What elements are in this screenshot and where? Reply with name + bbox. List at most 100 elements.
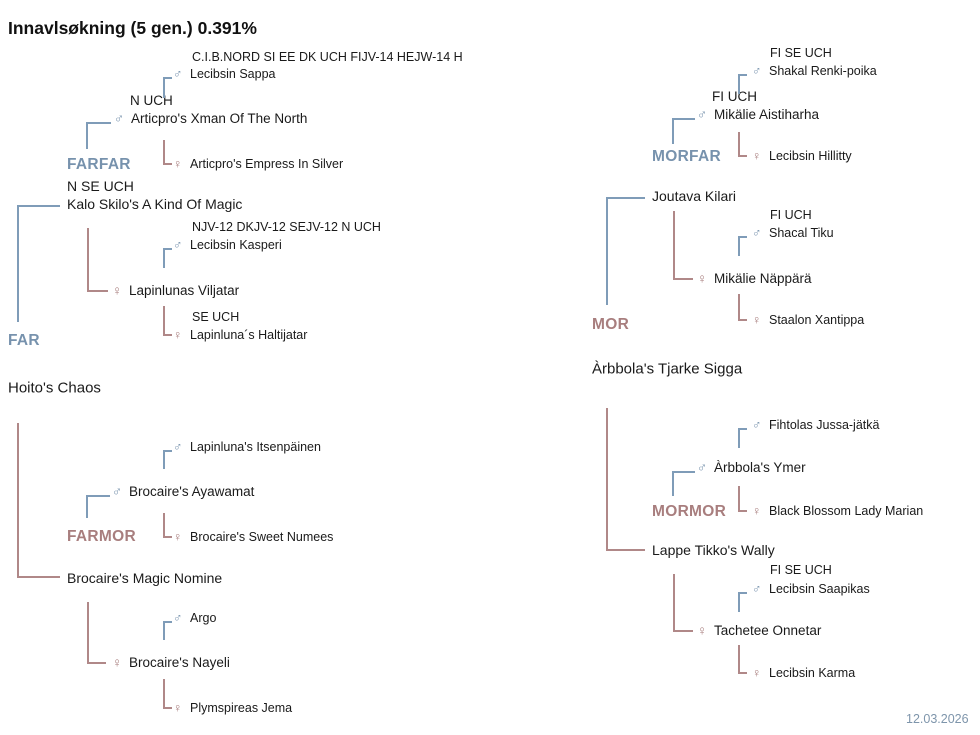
male-icon: ♂ xyxy=(752,63,762,78)
dam-connector-line xyxy=(673,574,693,632)
ancestor-text: Brocaire's Nayeli xyxy=(129,655,230,671)
dam-connector-line xyxy=(87,602,106,664)
ancestor-name: ♂ Articpro's Xman Of The North xyxy=(114,111,307,127)
ancestor-titles: FI SE UCH xyxy=(770,563,832,577)
ancestor-titles: SE UCH xyxy=(192,310,239,324)
ancestor-name: ♂Àrbbola's Ymer xyxy=(697,460,806,476)
ancestor-text: N UCH xyxy=(130,93,173,109)
dam-connector-line xyxy=(163,513,172,538)
ancestor-name-morfar: Joutava Kilari xyxy=(652,188,736,204)
ancestor-text: FI SE UCH xyxy=(770,45,832,60)
ancestor-text: Brocaire's Sweet Numees xyxy=(190,529,334,544)
relation-label-text: FARMOR xyxy=(67,528,136,546)
male-icon: ♂ xyxy=(752,417,762,432)
ancestor-name: ♀ Tachetee Onnetar xyxy=(697,623,821,639)
ancestor-text: N SE UCH xyxy=(67,177,134,194)
ancestor-name: ♂Mikälie Aistiharha xyxy=(697,107,819,123)
male-icon: ♂ xyxy=(697,107,708,123)
ancestor-titles: FI UCH xyxy=(712,89,757,105)
ancestor-text: Àrbbola's Ymer xyxy=(714,460,806,476)
ancestor-name: ♀ Lecibsin Hillitty xyxy=(752,149,852,163)
female-icon: ♀ xyxy=(173,529,183,544)
ancestor-titles: FI SE UCH xyxy=(770,46,832,60)
ancestor-name: ♀Lapinluna´s Haltijatar xyxy=(173,328,307,342)
ancestor-text: Lecibsin Karma xyxy=(769,665,856,680)
ancestor-name: ♂ Lapinluna's Itsenpäinen xyxy=(173,440,321,454)
male-icon: ♂ xyxy=(173,237,183,252)
male-icon: ♂ xyxy=(114,111,125,127)
ancestor-name-farmor: Brocaire's Magic Nomine xyxy=(67,570,222,586)
ancestor-text: Articpro's Empress In Silver xyxy=(190,156,344,171)
ancestor-titles: NJV-12 DKJV-12 SEJV-12 N UCH xyxy=(192,220,381,234)
male-icon: ♂ xyxy=(112,484,123,500)
ancestor-name: ♀Mikälie Näppärä xyxy=(697,271,812,287)
female-icon: ♀ xyxy=(697,623,708,639)
relation-label-farfar: FARFAR xyxy=(67,156,131,174)
ancestor-titles: N UCH xyxy=(130,93,173,109)
ancestor-name-mor: Àrbbola's Tjarke Sigga xyxy=(592,360,742,377)
ancestor-text: Kalo Skilo's A Kind Of Magic xyxy=(67,195,243,212)
ancestor-text: Àrbbola's Tjarke Sigga xyxy=(592,360,743,378)
sire-connector-line xyxy=(17,205,60,322)
ancestor-text: C.I.B.NORD SI EE DK UCH FIJV-14 HEJW-14 … xyxy=(192,49,463,64)
page-title: Innavlsøkning (5 gen.) 0.391% xyxy=(8,18,257,38)
female-icon: ♀ xyxy=(752,503,762,518)
ancestor-name: ♀ Lecibsin Karma xyxy=(752,666,855,680)
relation-label-morfar: MORFAR xyxy=(652,148,721,166)
female-icon: ♀ xyxy=(752,312,762,327)
sire-connector-line xyxy=(738,428,747,448)
female-icon: ♀ xyxy=(112,283,123,299)
ancestor-name: ♂Lecibsin Saapikas xyxy=(752,582,870,596)
ancestor-text: Shakal Renki-poika xyxy=(769,63,877,78)
ancestor-text: SE UCH xyxy=(192,309,240,324)
ancestor-text: Lecibsin Hillitty xyxy=(769,148,852,163)
ancestor-text: Plymspireas Jema xyxy=(190,700,293,715)
sire-connector-line xyxy=(672,118,695,144)
relation-label-text: MORFAR xyxy=(652,148,721,166)
sire-connector-line xyxy=(738,592,747,612)
ancestor-name: ♀Plymspireas Jema xyxy=(173,701,292,715)
sire-connector-line xyxy=(606,197,645,305)
ancestor-text: FI UCH xyxy=(712,89,757,105)
female-icon: ♀ xyxy=(173,327,183,342)
ancestor-name: ♂Lecibsin Kasperi xyxy=(173,238,282,252)
ancestor-text: Argo xyxy=(190,610,217,625)
ancestor-text: Articpro's Xman Of The North xyxy=(131,111,308,127)
female-icon: ♀ xyxy=(752,148,762,163)
report-date: 12.03.2026 xyxy=(906,712,969,726)
ancestor-name: ♂ Shakal Renki-poika xyxy=(752,64,877,78)
ancestor-text: Lapinluna's Itsenpäinen xyxy=(190,439,321,454)
relation-label-text: FAR xyxy=(8,332,40,350)
ancestor-text: Black Blossom Lady Marian xyxy=(769,503,924,518)
ancestor-name: ♀ Black Blossom Lady Marian xyxy=(752,504,923,518)
sire-connector-line xyxy=(672,471,695,496)
ancestor-text: Mikälie Näppärä xyxy=(714,271,812,287)
relation-label-mormor: MORMOR xyxy=(652,503,726,521)
sire-connector-line xyxy=(738,74,747,94)
ancestor-name: ♀Brocaire's Nayeli xyxy=(112,655,230,671)
sire-connector-line xyxy=(163,77,172,98)
female-icon: ♀ xyxy=(752,665,762,680)
ancestor-name-mormor: Lappe Tikko's Wally xyxy=(652,542,775,558)
ancestor-text: Lecibsin Saapikas xyxy=(769,581,870,596)
ancestor-name-far: Hoito's Chaos xyxy=(8,379,101,396)
ancestor-text: Staalon Xantippa xyxy=(769,312,865,327)
ancestor-name: ♂Lecibsin Sappa xyxy=(173,67,275,81)
dam-connector-line xyxy=(17,423,60,578)
relation-label-text: MORMOR xyxy=(652,503,727,521)
ancestor-name: ♀ Brocaire's Sweet Numees xyxy=(173,530,333,544)
dam-connector-line xyxy=(163,679,172,709)
ancestor-text: FI SE UCH xyxy=(770,562,832,577)
dam-connector-line xyxy=(673,211,693,280)
female-icon: ♀ xyxy=(173,156,183,171)
male-icon: ♂ xyxy=(173,439,183,454)
ancestor-name: ♂ Argo xyxy=(173,611,216,625)
relation-label-text: MOR xyxy=(592,316,630,334)
ancestor-text: Tachetee Onnetar xyxy=(714,623,822,639)
sire-connector-line xyxy=(738,236,747,256)
male-icon: ♂ xyxy=(173,610,183,625)
dam-connector-line xyxy=(163,140,172,165)
dam-connector-line xyxy=(87,228,108,292)
ancestor-text: Lapinlunas Viljatar xyxy=(129,283,240,299)
